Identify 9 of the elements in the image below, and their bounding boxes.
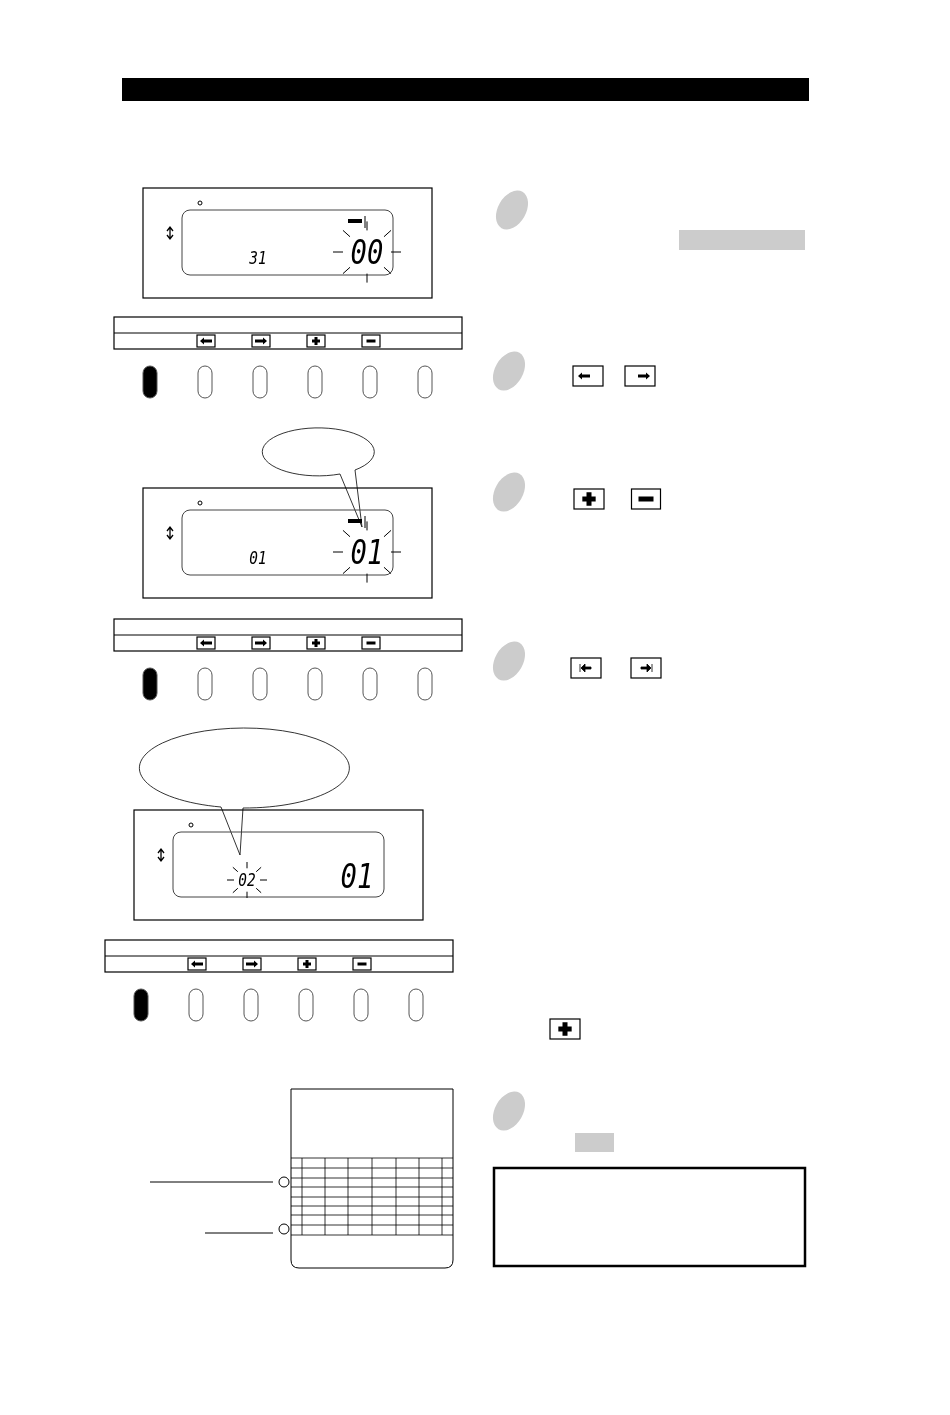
- lcd-digits: 01: [249, 549, 267, 567]
- lcd-digits: 01: [340, 859, 374, 893]
- speech-bubble: [139, 727, 350, 856]
- lcd-digits: 31: [249, 249, 267, 267]
- lcd-digits: 00: [350, 235, 384, 269]
- speech-bubble: [261, 427, 375, 528]
- lcd-digits: 02: [238, 871, 256, 889]
- lcd-digits: 01: [350, 535, 384, 569]
- note-box: [492, 1166, 807, 1268]
